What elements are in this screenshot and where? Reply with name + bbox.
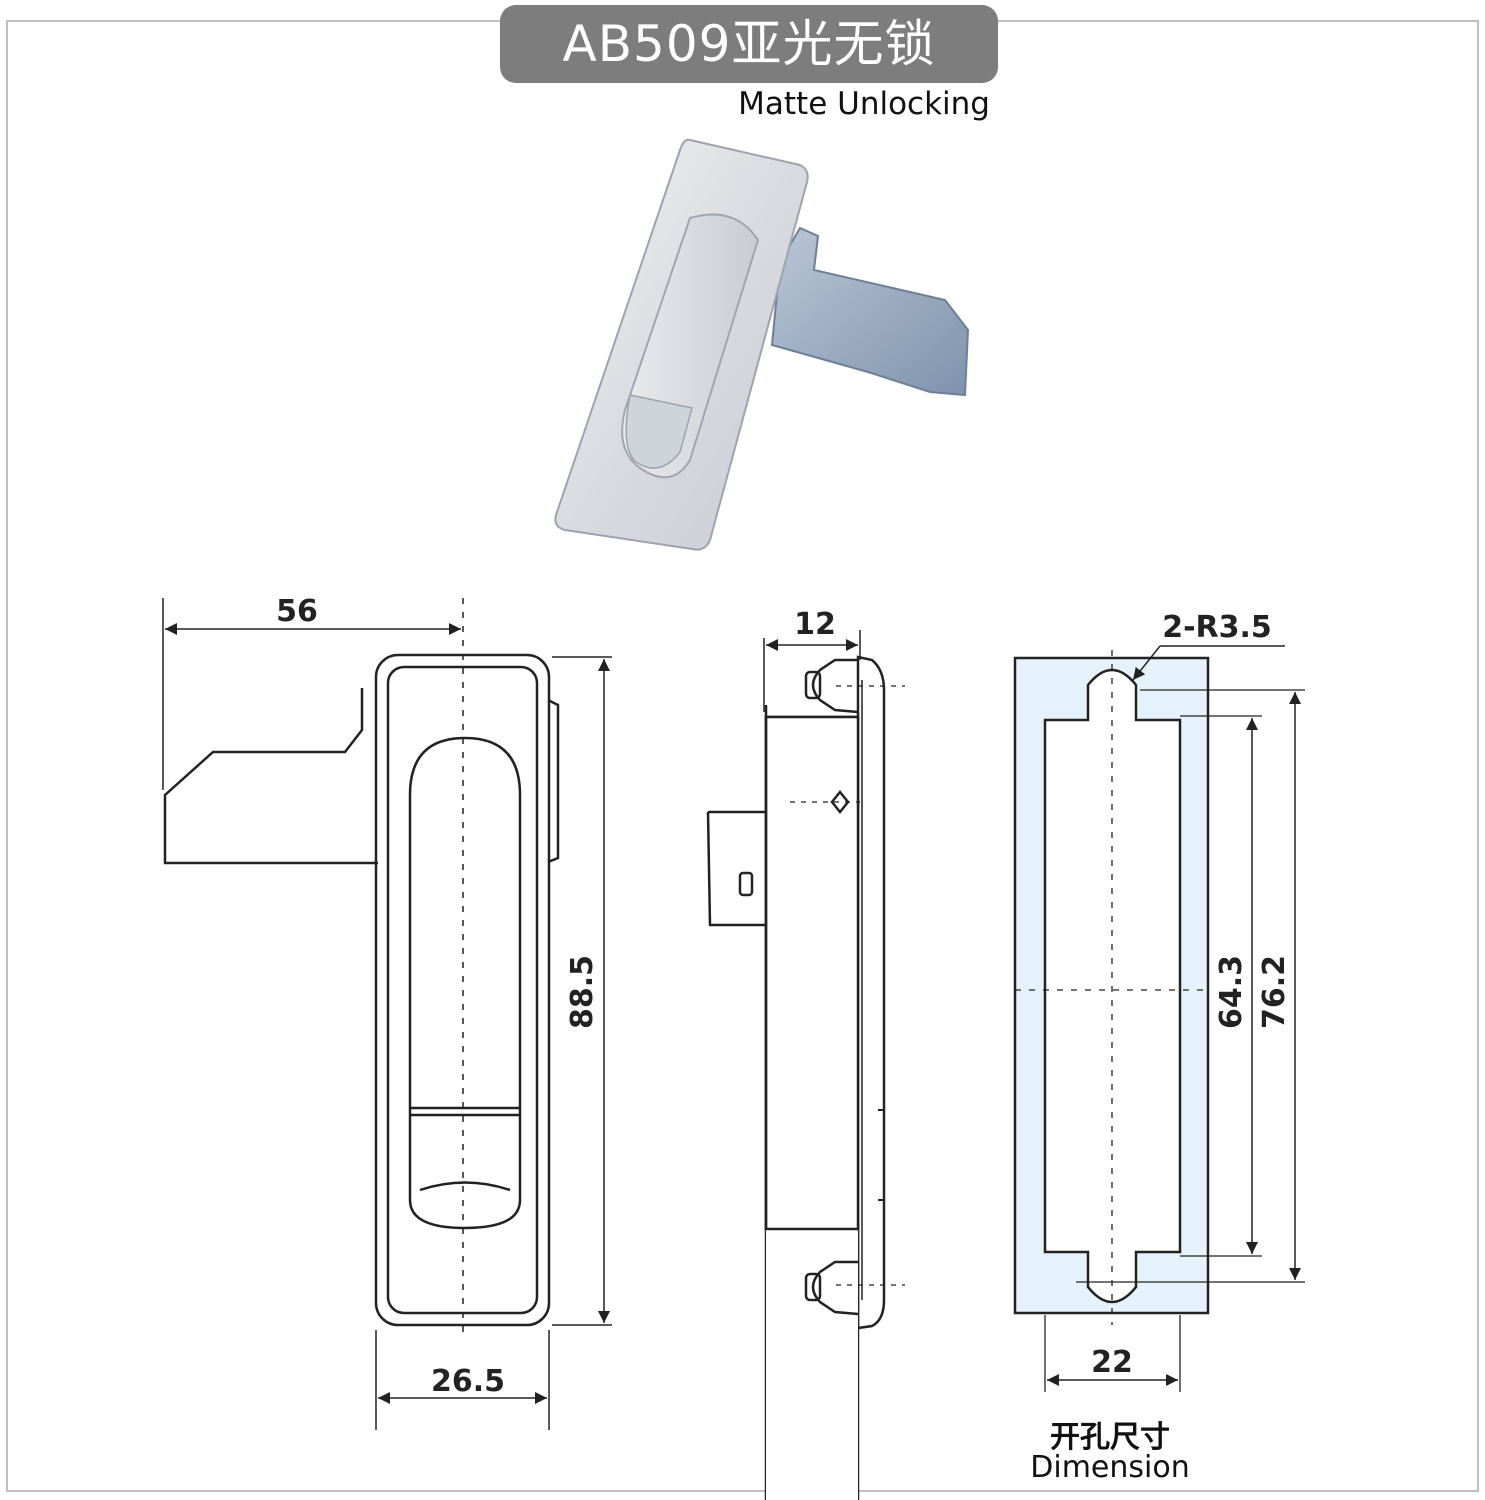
side-screw-top: [811, 658, 859, 714]
dim-height: 88.5: [565, 955, 600, 1029]
dim-inner-height: 64.3: [1214, 955, 1249, 1029]
title-badge: AB509亚光无锁: [500, 5, 998, 83]
caption-english: Dimension: [1030, 1450, 1190, 1485]
subtitle: Matte Unlocking: [738, 86, 990, 122]
dim-outer-height: 76.2: [1257, 955, 1292, 1029]
dim-cutout-width: 22: [1091, 1345, 1133, 1380]
lock-handle-grip: [625, 394, 693, 469]
side-plate: [856, 655, 886, 1330]
product-photo: [554, 138, 970, 551]
dim-width-total: 56: [276, 594, 318, 629]
cutout-view: [1013, 645, 1305, 1392]
lock-tongue: [770, 226, 970, 397]
side-screw-bottom: [811, 1260, 859, 1316]
side-view: [706, 630, 905, 1500]
caption-chinese: 开孔尺寸: [1050, 1420, 1170, 1455]
front-tongue: [163, 688, 378, 865]
front-handle: [408, 736, 522, 1230]
dim-depth: 12: [794, 607, 836, 642]
dim-radius: 2-R3.5: [1162, 610, 1272, 645]
dim-width-body: 26.5: [431, 1364, 505, 1399]
front-view: [162, 598, 612, 1430]
side-tongue: [706, 810, 766, 927]
